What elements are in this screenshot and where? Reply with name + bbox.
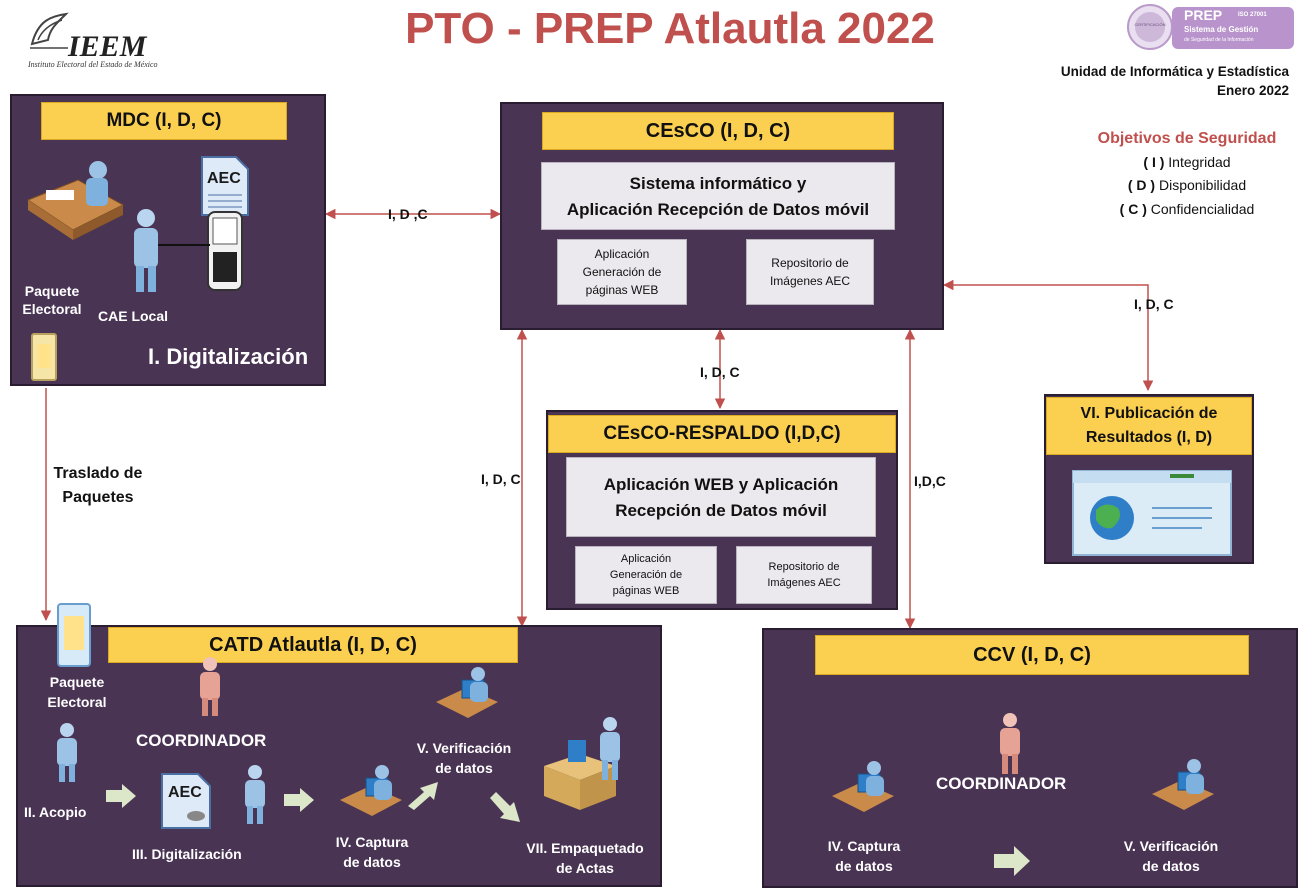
mdc-panel (10, 94, 326, 386)
traslado-label: Traslado de Paquetes (53, 465, 143, 506)
cesco-system-box: Sistema informático y Aplicación Recepci… (541, 162, 895, 230)
ccv-captura-workstation-icon (832, 761, 894, 812)
catd-coordinator-label: COORDINADOR (136, 731, 267, 750)
respaldo-app-web-box: Aplicación Generación de páginas WEB (575, 546, 717, 604)
process-arrow-1 (106, 784, 136, 808)
catd-coordinator-person-icon (200, 657, 220, 716)
mdc-paquete-label: Paquete Electoral (22, 283, 82, 317)
respaldo-title: CEsCO-RESPALDO (I,D,C) (548, 415, 896, 453)
catd-empaquetado-label: VII. Empaquetado de Actas (526, 840, 644, 876)
label-cesco-publicacion: I, D, C (1134, 296, 1174, 312)
desk-worker-icon (26, 161, 125, 240)
page-title: PTO - PREP Atlautla 2022 (405, 4, 935, 53)
ccv-verificacion-workstation-icon (1152, 759, 1214, 810)
paquete-electoral-icon (31, 333, 57, 381)
catd-digitalizacion-label: III. Digitalización (132, 846, 242, 862)
label-cesco-catd: I, D, C (481, 471, 521, 487)
certification-badge: CERTIFICACIÓN PREP ISO 27001 Sistema de … (1126, 2, 1296, 52)
unit-name: Unidad de Informática y Estadística (1060, 64, 1289, 79)
cesco-title: CEsCO (I, D, C) (542, 112, 894, 150)
catd-paquete-label: Paquete Electoral (47, 674, 107, 710)
empaquetado-person-icon (600, 717, 620, 780)
ccv-coordinator-person-icon (1000, 713, 1020, 774)
publicacion-title: VI. Publicación de Resultados (I, D) (1046, 397, 1252, 455)
ieem-emblem-icon (30, 12, 69, 49)
cert-line2: de Seguridad de la Información (1184, 37, 1254, 43)
catd-paquete-icon (57, 603, 91, 667)
security-item-confidencialidad: ( C ) Confidencialidad (1119, 201, 1255, 217)
process-arrow-4 (490, 792, 520, 822)
cert-badge-text: CERTIFICACIÓN (1134, 22, 1166, 27)
web-browser-icon (1072, 470, 1232, 556)
aec-document-icon (201, 156, 249, 216)
catd-acopio-label: II. Acopio (24, 804, 87, 820)
catd-verificacion-label: V. Verificación de datos (416, 740, 512, 776)
cae-person-icon (134, 209, 158, 292)
security-item-integridad: ( I ) Integridad (1143, 154, 1231, 170)
cesco-repo-box: Repositorio de Imágenes AEC (746, 239, 874, 305)
mdc-phase-label: I. Digitalización (148, 344, 309, 369)
security-item-disponibilidad: ( D ) Disponibilidad (1127, 177, 1247, 193)
respaldo-system-box: Aplicación WEB y Aplicación Recepción de… (566, 457, 876, 537)
process-arrow-3 (408, 782, 438, 810)
unit-info: Unidad de Informática y Estadística Ener… (1061, 62, 1289, 100)
logo-text: IEEM (68, 30, 147, 63)
digitalizacion-person-icon (245, 765, 265, 824)
catd-title: CATD Atlautla (I, D, C) (108, 627, 518, 663)
ccv-title: CCV (I, D, C) (815, 635, 1249, 675)
mobile-phone-icon (207, 211, 243, 291)
acopio-person-icon (57, 723, 77, 782)
catd-aec-label: AEC (168, 784, 202, 801)
cae-phone-link (158, 244, 210, 246)
label-mdc-cesco: I, D ,C (388, 206, 428, 222)
ccv-verificacion-label: V. Verificación de datos (1123, 838, 1219, 874)
label-cesco-ccv: I,D,C (914, 473, 946, 489)
cert-iso: ISO 27001 (1238, 12, 1267, 18)
catd-captura-label: IV. Captura de datos (335, 834, 409, 870)
respaldo-repo-box: Repositorio de Imágenes AEC (736, 546, 872, 604)
cesco-app-web-box: Aplicación Generación de páginas WEB (557, 239, 687, 305)
ccv-captura-label: IV. Captura de datos (827, 838, 901, 874)
ieem-logo: IEEM Instituto Electoral del Estado de M… (28, 10, 178, 72)
security-title: Objetivos de Seguridad (1097, 130, 1277, 147)
ccv-process-arrow (994, 846, 1030, 876)
captura-workstation-icon (340, 765, 402, 816)
cert-prep: PREP (1184, 7, 1223, 23)
logo-subtitle: Instituto Electoral del Estado de México (28, 60, 158, 69)
cert-line1: Sistema de Gestión (1184, 25, 1259, 34)
label-cesco-respaldo: I, D, C (700, 364, 740, 380)
mdc-cae-label: CAE Local (98, 308, 169, 324)
ccv-coordinator-label: COORDINADOR (936, 774, 1067, 793)
mdc-aec-label: AEC (207, 170, 241, 187)
certification-seal-icon (1127, 4, 1294, 50)
arrow-cesco-publicacion (942, 279, 1154, 392)
unit-date: Enero 2022 (1216, 83, 1289, 98)
process-arrow-2 (284, 788, 314, 812)
catd-aec-document-icon (161, 773, 211, 829)
empaquetado-box-icon (544, 740, 616, 810)
verificacion-workstation-icon (436, 667, 498, 718)
catd-panel (16, 625, 662, 887)
mdc-title: MDC (I, D, C) (41, 102, 287, 140)
